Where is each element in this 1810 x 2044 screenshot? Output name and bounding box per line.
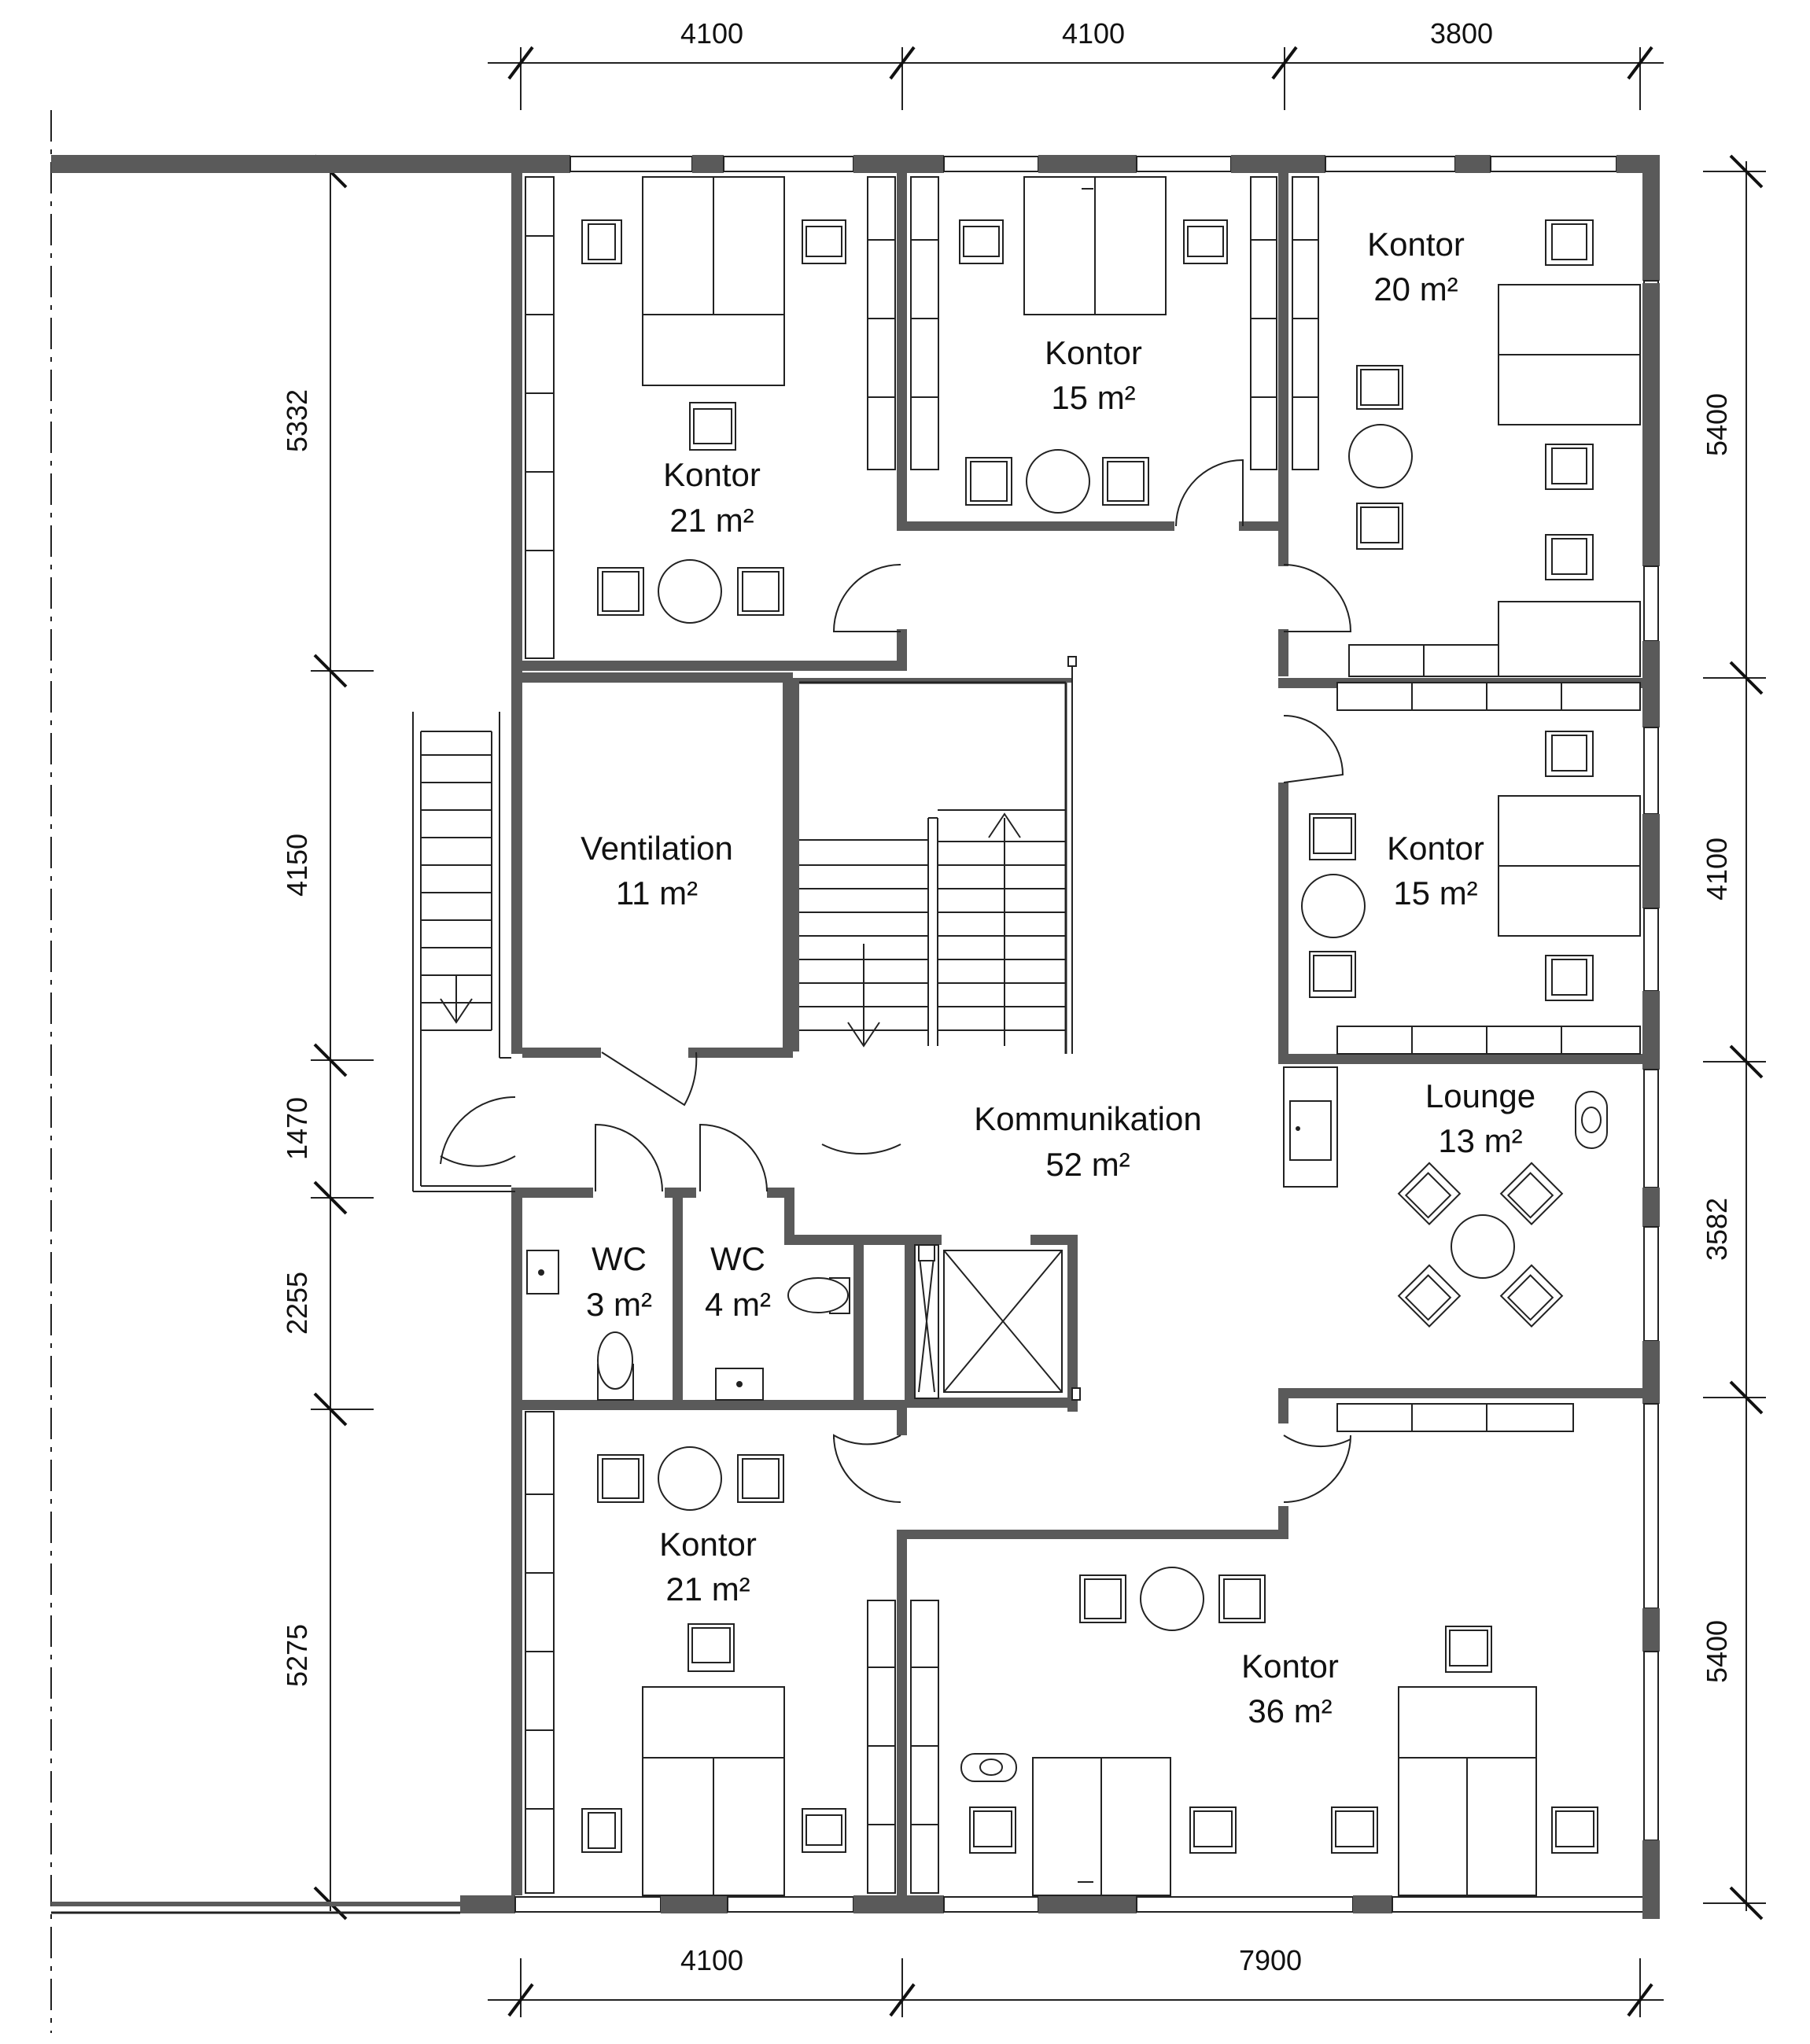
dimension-labels: 4100 4100 3800 4100 7900 5332 4150 1470 … xyxy=(281,17,1733,1976)
room-kommunikation-name: Kommunikation xyxy=(974,1100,1201,1137)
room-kontor-sw-area: 21 m² xyxy=(665,1571,750,1608)
dim-left-2: 4150 xyxy=(281,834,313,897)
exterior-walls xyxy=(51,155,1660,1919)
room-labels: Kontor 21 m² Kontor 15 m² Kontor 20 m² V… xyxy=(581,226,1535,1729)
room-lounge-area: 13 m² xyxy=(1438,1122,1522,1159)
dim-right-4: 5400 xyxy=(1701,1620,1733,1683)
furniture xyxy=(525,176,1641,1896)
dim-bottom-2: 7900 xyxy=(1239,1944,1302,1976)
room-kontor-e-area: 15 m² xyxy=(1393,875,1477,912)
room-kommunikation-area: 52 m² xyxy=(1045,1146,1130,1183)
stairs-core xyxy=(412,712,1066,1192)
room-kontor-se-area: 36 m² xyxy=(1248,1692,1332,1729)
dim-left-4: 2255 xyxy=(281,1272,313,1335)
room-kontor-ne-area: 20 m² xyxy=(1373,271,1458,308)
doors xyxy=(440,459,1352,1503)
room-wc1-area: 3 m² xyxy=(586,1286,652,1323)
room-kontor-sw-name: Kontor xyxy=(659,1526,757,1563)
room-kontor-se-name: Kontor xyxy=(1241,1648,1339,1685)
dim-right-1: 5400 xyxy=(1701,393,1733,456)
dim-right-2: 4100 xyxy=(1701,838,1733,900)
dim-top-1: 4100 xyxy=(680,17,743,50)
dim-bottom-1: 4100 xyxy=(680,1944,743,1976)
room-kontor-ne-name: Kontor xyxy=(1367,226,1465,263)
dim-top-3: 3800 xyxy=(1430,17,1493,50)
dim-left-5: 5275 xyxy=(281,1624,313,1687)
room-kontor-nw-area: 21 m² xyxy=(669,502,754,539)
room-kontor-nw-name: Kontor xyxy=(663,456,761,493)
room-wc1-name: WC xyxy=(592,1240,647,1277)
dim-left-1: 5332 xyxy=(281,389,313,452)
room-lounge-name: Lounge xyxy=(1425,1077,1535,1114)
room-wc2-area: 4 m² xyxy=(705,1286,771,1323)
room-wc2-name: WC xyxy=(710,1240,765,1277)
room-kontor-e-name: Kontor xyxy=(1387,830,1484,867)
dim-top-2: 4100 xyxy=(1062,17,1125,50)
room-kontor-n-name: Kontor xyxy=(1045,334,1142,371)
room-ventilation-name: Ventilation xyxy=(581,830,733,867)
dim-right-3: 3582 xyxy=(1701,1198,1733,1261)
dim-left-3: 1470 xyxy=(281,1097,313,1160)
room-kontor-n-area: 15 m² xyxy=(1051,379,1135,416)
room-ventilation-area: 11 m² xyxy=(616,875,698,912)
